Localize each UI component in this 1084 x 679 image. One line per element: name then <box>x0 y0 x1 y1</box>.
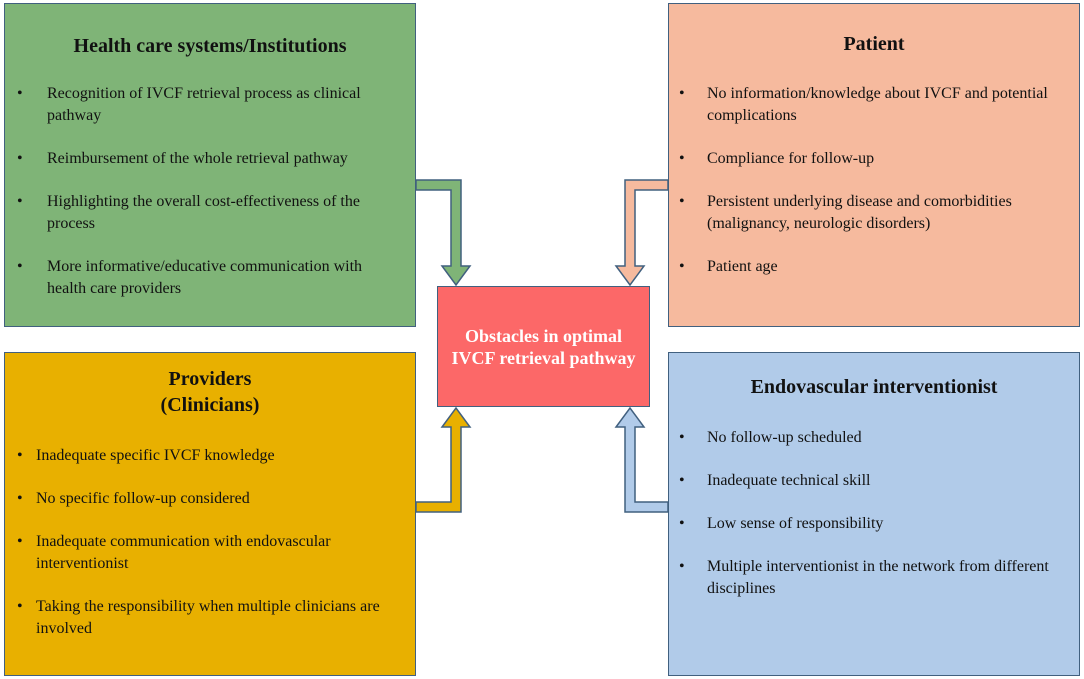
list-item: •More informative/educative communicatio… <box>17 258 363 297</box>
providers-box: Providers (Clinicians) •Inadequate speci… <box>4 352 416 676</box>
providers-title-main: Providers <box>168 368 252 390</box>
endovascular-box: Endovascular interventionist •No follow-… <box>668 352 1080 676</box>
patient-title: Patient <box>843 33 905 55</box>
bullet: • <box>679 150 685 167</box>
list-item: •Inadequate specific IVCF knowledge <box>17 445 405 467</box>
bullet: • <box>17 598 23 615</box>
center-obstacles-box: Obstacles in optimal IVCF retrieval path… <box>437 286 650 407</box>
bullet: • <box>679 85 685 102</box>
bullet: • <box>17 85 23 102</box>
providers-list: •Inadequate specific IVCF knowledge •No … <box>5 418 415 640</box>
bullet: • <box>17 150 23 167</box>
bullet: • <box>679 515 685 532</box>
list-item: •No follow-up scheduled <box>679 427 1069 449</box>
arrow-endovascular-to-center <box>614 406 669 513</box>
list-item: •Recognition of IVCF retrieval process a… <box>17 85 361 124</box>
arrow-health-care-to-center <box>415 179 472 287</box>
list-item: •Persistent underlying disease and comor… <box>679 193 1012 232</box>
list-item: •Multiple interventionist in the network… <box>679 558 1049 597</box>
list-item: •Taking the responsibility when multiple… <box>17 598 380 637</box>
list-item: •Inadequate technical skill <box>679 470 1069 492</box>
bullet: • <box>17 490 23 507</box>
list-item: •Low sense of responsibility <box>679 513 1069 535</box>
bullet: • <box>679 558 685 575</box>
endovascular-title: Endovascular interventionist <box>750 376 998 398</box>
bullet: • <box>679 258 685 275</box>
patient-list: •No information/knowledge about IVCF and… <box>669 83 1079 278</box>
center-label: Obstacles in optimal IVCF retrieval path… <box>451 325 636 368</box>
list-item: •Patient age <box>679 256 1069 278</box>
health-care-systems-list: •Recognition of IVCF retrieval process a… <box>5 83 415 300</box>
list-item: •Inadequate communication with endovascu… <box>17 533 331 572</box>
bullet: • <box>17 533 23 550</box>
arrow-patient-to-center <box>614 179 669 287</box>
bullet: • <box>17 193 23 210</box>
bullet: • <box>679 193 685 210</box>
patient-box: Patient •No information/knowledge about … <box>668 3 1080 327</box>
list-item: •No specific follow-up considered <box>17 488 405 510</box>
list-item: •No information/knowledge about IVCF and… <box>679 85 1048 124</box>
bullet: • <box>679 429 685 446</box>
list-item: •Reimbursement of the whole retrieval pa… <box>17 148 405 170</box>
bullet: • <box>679 472 685 489</box>
list-item: •Compliance for follow-up <box>679 148 1069 170</box>
health-care-systems-box: Health care systems/Institutions •Recogn… <box>4 3 416 327</box>
bullet: • <box>17 447 23 464</box>
arrow-providers-to-center <box>415 406 472 513</box>
list-item: •Highlighting the overall cost-effective… <box>17 193 360 232</box>
health-care-systems-title: Health care systems/Institutions <box>73 35 347 57</box>
providers-title: Providers (Clinicians) <box>5 353 415 418</box>
bullet: • <box>17 258 23 275</box>
providers-subtitle: (Clinicians) <box>160 394 260 416</box>
endovascular-list: •No follow-up scheduled •Inadequate tech… <box>669 427 1079 600</box>
